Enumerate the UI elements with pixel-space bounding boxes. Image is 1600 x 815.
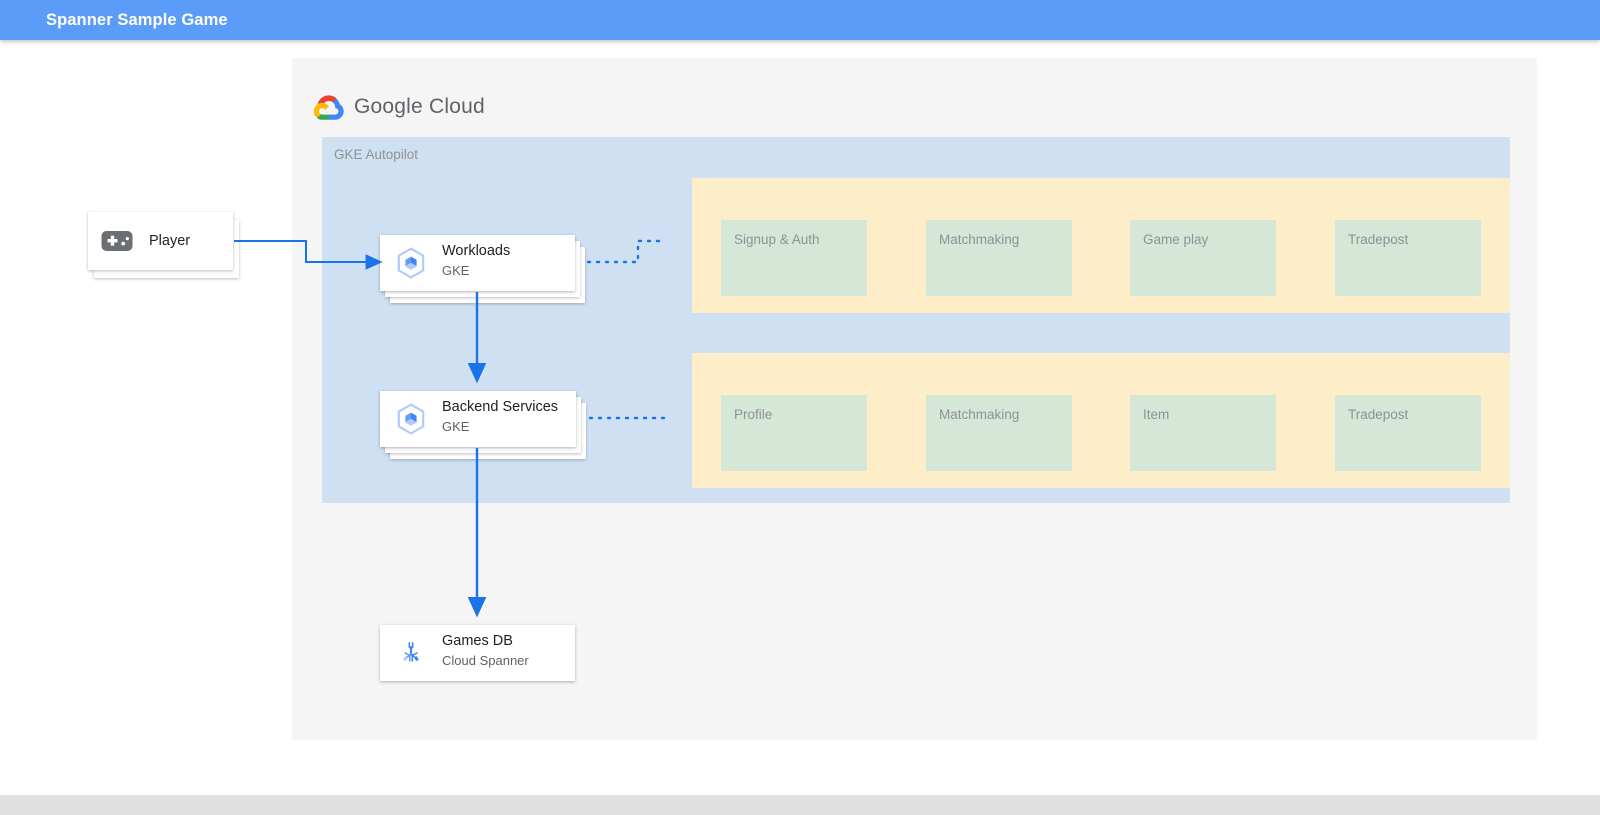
games-db-subtitle: Cloud Spanner	[442, 653, 529, 668]
service-box[interactable]: Matchmaking	[926, 220, 1072, 296]
service-box-label: Signup & Auth	[734, 232, 820, 247]
wordmark-cloud: Cloud	[428, 95, 485, 118]
service-box-label: Tradepost	[1348, 407, 1409, 422]
service-box-label: Game play	[1143, 232, 1209, 247]
workload-services-group: Signup & Auth Matchmaking Game play Trad…	[692, 178, 1510, 313]
google-cloud-logo-icon	[311, 92, 347, 122]
backend-subtitle: GKE	[442, 419, 470, 434]
workloads-subtitle: GKE	[442, 263, 470, 278]
gke-hexagon-icon	[394, 246, 428, 280]
gke-autopilot-label: GKE Autopilot	[334, 147, 419, 162]
service-box-label: Matchmaking	[939, 232, 1020, 247]
horizontal-scrollbar[interactable]	[0, 795, 1600, 815]
service-box[interactable]: Matchmaking	[926, 395, 1072, 471]
backend-title: Backend Services	[442, 399, 559, 415]
games-db-title: Games DB	[442, 633, 513, 649]
service-box[interactable]: Tradepost	[1335, 220, 1481, 296]
player-label: Player	[149, 233, 191, 249]
service-box-label: Item	[1143, 407, 1170, 422]
games-db-card-surface	[380, 625, 575, 681]
cloud-spanner-icon	[394, 636, 428, 670]
service-box[interactable]: Game play	[1130, 220, 1276, 296]
gke-autopilot-container: GKE Autopilot Signup & Auth Matchmaking …	[322, 137, 1510, 503]
workloads-title: Workloads	[442, 243, 511, 259]
service-box[interactable]: Item	[1130, 395, 1276, 471]
app-title: Spanner Sample Game	[46, 11, 228, 29]
backend-services-group: Profile Matchmaking Item Tradepost	[692, 353, 1510, 488]
gamepad-icon	[101, 229, 133, 253]
service-box-label: Profile	[734, 407, 773, 422]
app-bar: Spanner Sample Game	[0, 0, 1600, 40]
service-box[interactable]: Tradepost	[1335, 395, 1481, 471]
gke-hexagon-icon	[394, 402, 428, 436]
architecture-diagram-panel: Google Cloud GKE Autopilot Signup & Auth…	[292, 58, 1537, 740]
service-box[interactable]: Signup & Auth	[721, 220, 867, 296]
service-box-label: Matchmaking	[939, 407, 1020, 422]
wordmark-google: Google	[354, 95, 423, 118]
service-box-label: Tradepost	[1348, 232, 1409, 247]
google-cloud-wordmark: Google Cloud	[354, 92, 485, 122]
service-box[interactable]: Profile	[721, 395, 867, 471]
